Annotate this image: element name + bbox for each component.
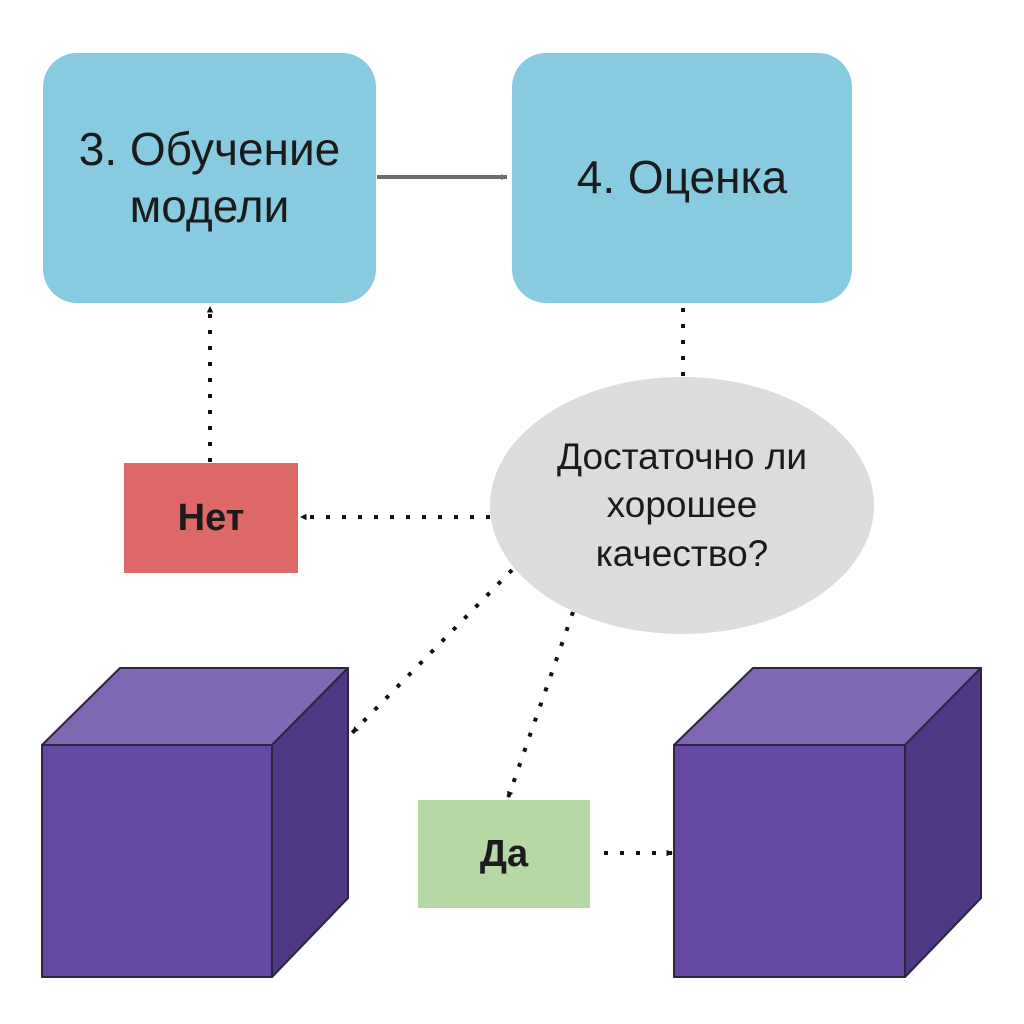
answer-yes-label: Да bbox=[479, 832, 529, 875]
node-model-training-label: 3. Обучение модели bbox=[78, 122, 341, 232]
decision-quality-label: Достаточно ли хорошее качество? bbox=[557, 436, 807, 574]
decision-quality-check: Достаточно ли хорошее качество? bbox=[490, 377, 874, 634]
node-model-training: 3. Обучение модели bbox=[43, 53, 376, 303]
answer-yes-box: Да bbox=[418, 800, 590, 908]
answer-no-box: Нет bbox=[124, 463, 298, 573]
cube-right bbox=[673, 667, 982, 978]
arrow-decision-to-yes bbox=[506, 611, 575, 799]
node-evaluation: 4. Оценка bbox=[512, 53, 852, 303]
arrow-decision-to-left-cube bbox=[350, 568, 514, 735]
cube-right-front bbox=[673, 744, 906, 978]
node-evaluation-label: 4. Оценка bbox=[576, 151, 788, 204]
cube-left bbox=[41, 667, 349, 978]
cube-left-front bbox=[41, 744, 273, 978]
answer-no-label: Нет bbox=[177, 496, 245, 539]
